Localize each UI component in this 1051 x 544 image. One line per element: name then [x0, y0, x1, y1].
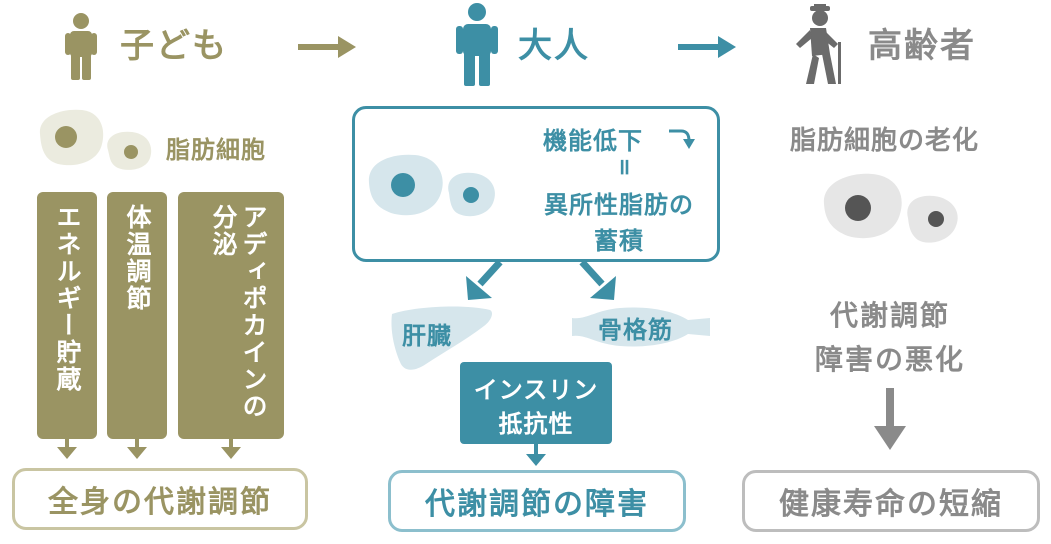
insulin-resistance-box: インスリン 抵抗性: [460, 362, 612, 444]
arrow-down-icon: [127, 439, 147, 459]
adult-figure-icon: [456, 3, 498, 86]
elderly-effect-label-1: 代謝調節: [829, 299, 950, 332]
fat-cell-icon: [368, 154, 495, 217]
arrow-right-icon: [298, 36, 356, 58]
arrow-down-icon: [57, 439, 77, 459]
insulin-label-1: インスリン: [473, 376, 599, 404]
arrow-down-icon: [874, 388, 906, 450]
elderly-figure-icon: [796, 4, 841, 84]
child-cells-label: 脂肪細胞: [166, 136, 266, 164]
elderly-effect-label-2: 障害の悪化: [814, 343, 965, 376]
adult-dysfunction-box: 機能低下 ॥ 異所性脂肪の 蓄積: [352, 106, 720, 262]
function-thermoregulation: 体温調節: [107, 192, 167, 439]
liver-icon: [391, 306, 492, 370]
function-adipokine-secretion: アディポカインの分泌: [178, 192, 284, 439]
child-result-box: 全身の代謝調節: [12, 468, 308, 530]
arrow-down-icon: [466, 259, 503, 300]
muscle-label: 骨格筋: [598, 316, 673, 344]
ectopic-fat-label-1: 異所性脂肪の: [544, 191, 694, 219]
equals-mark: ॥: [617, 155, 631, 180]
adult-result-box: 代謝調節の障害: [388, 470, 686, 532]
ectopic-fat-label-2: 蓄積: [594, 227, 644, 255]
liver-label: 肝臓: [402, 322, 452, 350]
function-energy-storage: エネルギー貯蔵: [37, 192, 97, 439]
child-figure-icon: [65, 13, 97, 80]
curved-arrow-icon: [669, 129, 695, 149]
stage-elderly-label: 高齢者: [868, 26, 976, 66]
arrow-down-icon: [526, 444, 546, 466]
stage-child-label: 子ども: [120, 26, 228, 66]
insulin-label-2: 抵抗性: [498, 410, 574, 438]
arrow-down-icon: [579, 259, 616, 300]
stage-adult-label: 大人: [518, 26, 590, 66]
muscle-icon: [572, 307, 710, 347]
dysfunction-label: 機能低下: [543, 127, 643, 155]
arrow-right-icon: [678, 36, 736, 58]
elderly-cells-label: 脂肪細胞の老化: [790, 126, 980, 156]
fat-cell-icon: [39, 109, 152, 170]
elderly-result-box: 健康寿命の短縮: [742, 470, 1040, 532]
fat-cell-icon: [823, 173, 958, 243]
arrow-down-icon: [221, 439, 241, 459]
